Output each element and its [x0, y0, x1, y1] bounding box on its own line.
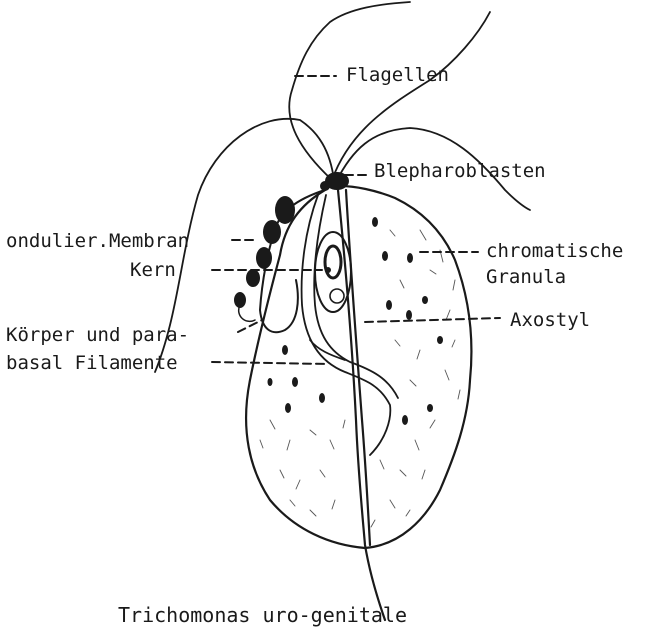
- label-flagellen: Flagellen: [346, 64, 449, 86]
- label-ondulier-membran: ondulier.Membran: [6, 230, 189, 252]
- label-chromatische: chromatische: [486, 240, 623, 262]
- label-granula: Granula: [486, 266, 566, 288]
- label-blepharoblasten: Blepharoblasten: [374, 160, 546, 182]
- axostyle: [338, 190, 385, 620]
- leader-lines: [212, 76, 500, 364]
- label-koerper-line1: Körper und para-: [6, 324, 189, 346]
- label-koerper-line2: basal Filamente: [6, 352, 178, 374]
- label-axostyl: Axostyl: [510, 309, 590, 331]
- figure-caption: Trichomonas uro-genitale: [118, 604, 407, 626]
- label-kern: Kern: [130, 259, 176, 281]
